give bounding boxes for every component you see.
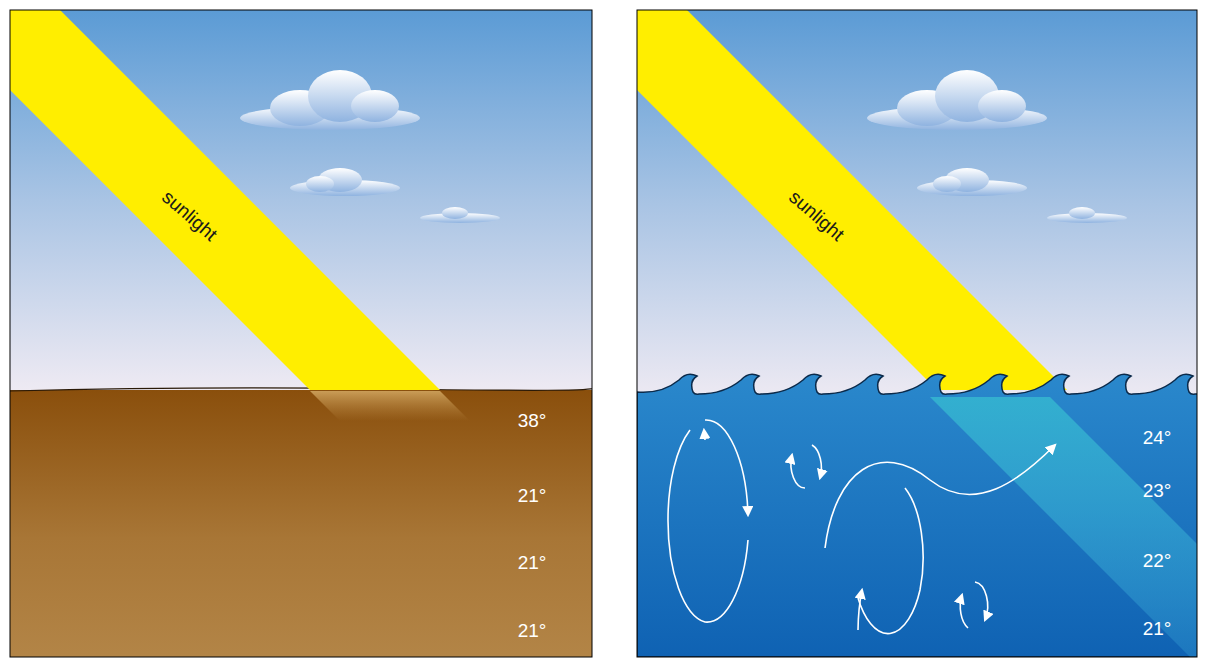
temperature-label: 21° [1143, 619, 1172, 638]
land-panel [10, 10, 592, 657]
sunlit-water [930, 397, 1197, 657]
temperature-label: 38° [518, 411, 547, 430]
land [10, 390, 592, 657]
temperature-label: 21° [518, 553, 547, 572]
temperature-label: 21° [518, 486, 547, 505]
temperature-label: 24° [1143, 428, 1172, 447]
sky [637, 10, 1197, 400]
temperature-label: 23° [1143, 481, 1172, 500]
sky [10, 10, 592, 390]
clouds [240, 70, 500, 223]
clouds [867, 70, 1127, 223]
temperature-label: 22° [1143, 551, 1172, 570]
sunlight-beam [637, 10, 1067, 390]
panel-frame [637, 10, 1197, 657]
temperature-label: 21° [518, 621, 547, 640]
warmed-soil [310, 391, 470, 421]
ground-surface [10, 388, 592, 391]
sunlight-beam [10, 10, 440, 390]
ocean-panel [637, 10, 1197, 657]
water [637, 374, 1197, 657]
panel-frame [10, 10, 592, 657]
circulation-arrows [668, 420, 1055, 634]
